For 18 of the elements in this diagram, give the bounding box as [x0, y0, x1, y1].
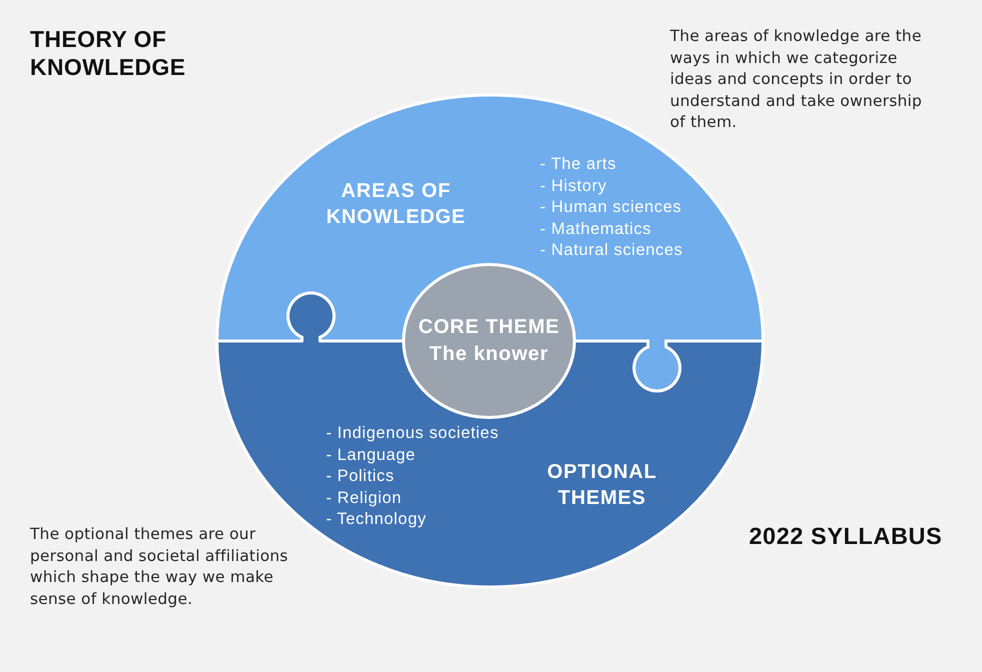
list-item: - Natural sciences [540, 240, 683, 261]
circle-subtitle: The knower [429, 342, 549, 367]
list-item: - Politics [326, 466, 396, 487]
description-text: The areas of knowledge are the ways in which we categorize ideas and concepts in order to understand and take ownership of them. [670, 26, 923, 133]
list-item: - Technology [326, 509, 428, 530]
title: THEORY OF KNOWLEDGE [30, 25, 187, 81]
list-item: - Indigenous societies [326, 423, 499, 444]
circle-heading: CORE THEME [418, 315, 560, 340]
list-item: - Religion [326, 488, 403, 508]
description-text: The optional themes are our personal and societal affiliations which shape the way we make sense of knowledge. [30, 524, 290, 610]
section-heading: AREAS OF KNOWLEDGE [325, 179, 467, 230]
list-item: - Mathematics [540, 218, 652, 240]
section-heading: OPTIONAL THEMES [546, 460, 658, 511]
list-item: - Human sciences [540, 197, 683, 218]
list-item: - History [540, 176, 608, 196]
list-item: - Language [326, 444, 416, 466]
syllabus-label: 2022 SYLLABUS [749, 522, 944, 551]
list-item: - The arts [540, 154, 618, 175]
